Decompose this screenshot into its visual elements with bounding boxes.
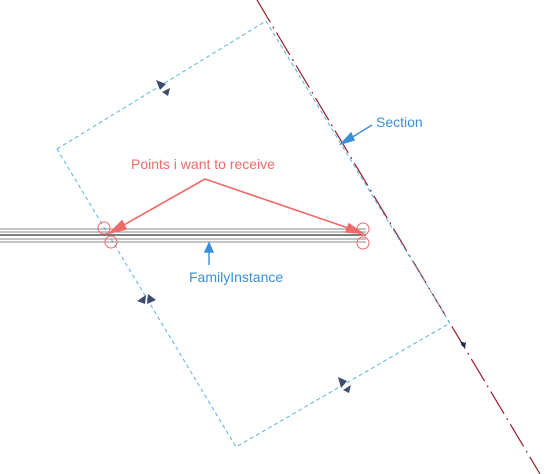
section-crop-region[interactable] xyxy=(56,20,451,448)
endpoint-left-top-icon[interactable] xyxy=(97,221,111,235)
points-annotation-label: Points i want to receive xyxy=(131,156,275,172)
grip-left-icon[interactable] xyxy=(137,294,156,304)
section-annotation-label: Section xyxy=(376,114,423,130)
family-instance-annotation-arrow xyxy=(203,241,215,265)
grip-bottom-icon[interactable] xyxy=(338,377,351,393)
section-line[interactable] xyxy=(256,0,541,474)
section-tail-icon[interactable] xyxy=(460,341,466,348)
points-annotation-arrows xyxy=(107,178,365,235)
grip-top-icon[interactable] xyxy=(156,80,170,96)
endpoint-right-bottom-icon[interactable] xyxy=(356,236,370,250)
family-instance-wall[interactable] xyxy=(0,228,366,243)
family-instance-annotation-label: FamilyInstance xyxy=(189,269,284,285)
endpoint-left-bottom-icon[interactable] xyxy=(104,235,118,249)
section-annotation-arrow xyxy=(338,124,373,146)
